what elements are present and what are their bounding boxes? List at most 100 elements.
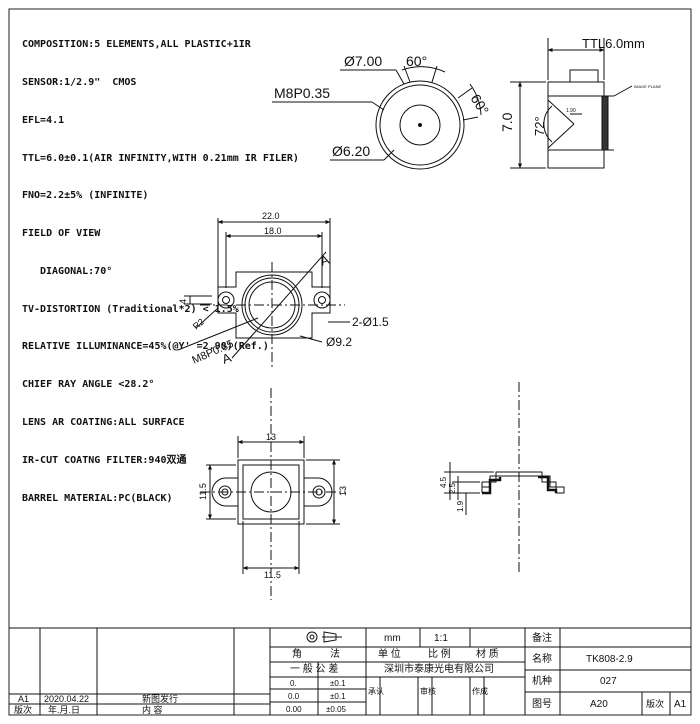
label-dim-4: 4	[178, 299, 188, 304]
bottom-ear-left	[211, 477, 238, 507]
label-thread-front: M8P0.35	[274, 85, 330, 101]
label-width-holes: 18.0	[264, 226, 282, 236]
lens-thread-circle	[379, 84, 461, 166]
lens-notch-r3	[462, 116, 479, 121]
spec-sensor: SENSOR:1/2.9" CMOS	[22, 76, 137, 88]
label-width-outer: 22.0	[262, 211, 280, 221]
rev-h-date: 年.月.日	[48, 704, 80, 715]
section-line-a	[231, 251, 327, 359]
tb-scale-value: 1:1	[434, 633, 448, 644]
leader-dia-outer-tip	[395, 69, 405, 85]
rev-version: A1	[18, 694, 29, 704]
side-body	[547, 81, 605, 169]
label-angle-top: 60°	[406, 53, 427, 69]
spec-composition: COMPOSITION:5 ELEMENTS,ALL PLASTIC+1IR	[22, 39, 251, 51]
label-height-right: 13	[338, 486, 348, 496]
rev-h-version: 版次	[14, 704, 32, 715]
tb-drawing-value: A20	[590, 699, 608, 710]
rev-date: 2020.04.22	[44, 694, 89, 704]
tb-model-label: 机种	[532, 674, 552, 687]
angle-arc-top	[401, 66, 446, 73]
tb-h-unit: 单 位	[378, 647, 401, 660]
tb-company: 深圳市泰康光电有限公司	[384, 662, 494, 675]
section-mark-top: A	[318, 252, 332, 269]
spec-barrel: BARREL MATERIAL:PC(BLACK)	[22, 492, 173, 504]
label-dia-inner: Ø6.20	[332, 143, 370, 159]
label-holes: 2-Ø1.5	[352, 315, 389, 329]
fov-arc	[543, 105, 553, 143]
title-block-text: mm 1:1 备注 角 法 单 位 比 例 材 质 一 般 公 差 深圳市泰康光…	[14, 631, 687, 715]
fov-ray-top	[547, 99, 575, 125]
label-image-plane: IMAGE PLANE	[634, 84, 661, 89]
tb-tol-1: ±0.1	[330, 679, 346, 688]
leader-dia-inner-tip	[383, 149, 395, 161]
tb-version-value: A1	[674, 699, 687, 710]
spec-fno: FNO=2.2±5% (INFINITE)	[22, 190, 149, 202]
rev-h-content: 内 容	[142, 704, 163, 715]
tb-version-label: 版次	[646, 698, 664, 709]
tb-remark-label: 备注	[532, 631, 552, 644]
label-sec-c: 1.9	[456, 500, 465, 512]
projection-symbol-inner	[309, 634, 315, 640]
label-ttl: TTL6.0mm	[582, 36, 645, 51]
mount-ear-right	[313, 291, 331, 309]
spec-ir-filter: IR-CUT COATNG FILTER:940双通	[22, 454, 187, 466]
lens-notch-r2	[457, 87, 473, 99]
label-bore: Ø9.2	[326, 335, 352, 349]
spec-ar-coating: LENS AR COATING:ALL SURFACE	[22, 417, 185, 428]
rev-content: 新图发行	[142, 693, 178, 704]
tb-approve: 承认	[368, 686, 384, 696]
lens-aperture-circle	[399, 104, 441, 146]
lens-center	[418, 123, 422, 127]
holder-bottom-view	[200, 388, 345, 600]
spec-notes: COMPOSITION:5 ELEMENTS,ALL PLASTIC+1IR S…	[22, 14, 299, 530]
spec-distortion: TV-DISTORTION (Traditional*2) < 1.5%	[22, 303, 239, 315]
tb-tol-3: ±0.05	[326, 705, 347, 714]
tb-review: 审核	[420, 686, 436, 696]
title-block	[9, 627, 691, 715]
label-width-bottom: 11.5	[264, 570, 281, 580]
tb-tol-2: ±0.1	[330, 692, 346, 701]
label-height: 7.0	[499, 112, 515, 132]
fov-ray-bottom	[547, 123, 575, 149]
side-image-plane	[601, 95, 609, 151]
label-sec-a: 4.5	[439, 476, 448, 488]
tb-model-value: 027	[600, 676, 617, 687]
tb-name-value: TK808-2.9	[586, 654, 633, 665]
mount-ear-left	[217, 291, 235, 309]
spec-illuminance: RELATIVE ILLUMINANCE=45%(@Y' =2.98)(Ref.…	[22, 341, 269, 353]
leader-r2	[195, 307, 219, 329]
spec-diagonal: DIAGONAL:70°	[40, 265, 113, 277]
leader-thread-tip	[371, 101, 385, 111]
tb-scale-label: mm	[384, 633, 401, 644]
tb-drawing-label: 图号	[532, 698, 552, 710]
holder-top-view	[177, 218, 350, 370]
image-plane-leader	[613, 85, 633, 97]
label-width-top: 13	[266, 432, 276, 442]
leader-bore	[299, 335, 323, 343]
mount-hole-right	[318, 296, 326, 304]
spec-ttl: TTL=6.0±0.1(AIR INFINITY,WITH 0.21mm IR …	[22, 152, 299, 164]
tb-tol-value-2: 0.0	[288, 692, 300, 701]
tb-h-material: 材 质	[476, 647, 499, 660]
side-top-collar	[569, 69, 599, 83]
label-sec-b: 2.5	[448, 482, 457, 494]
lens-front-view	[272, 65, 482, 170]
leader-thread-top	[177, 317, 259, 351]
tb-name-label: 名称	[532, 652, 552, 665]
tb-h-method: 法	[330, 647, 340, 660]
tb-tol-value-3: 0.00	[286, 705, 302, 714]
tb-h-angle: 角	[292, 648, 302, 660]
angle-arc-right	[469, 83, 482, 116]
page-frame	[8, 8, 692, 716]
spec-efl: EFL=4.1	[22, 114, 65, 126]
label-fov: 72°	[532, 116, 547, 136]
projection-symbol-cone	[323, 631, 337, 643]
tb-h-scale: 比 例	[428, 647, 451, 660]
section-view	[444, 382, 565, 572]
lens-outer-circle	[375, 80, 465, 170]
section-cut-thick	[482, 475, 558, 495]
mount-hole-left	[222, 296, 230, 304]
